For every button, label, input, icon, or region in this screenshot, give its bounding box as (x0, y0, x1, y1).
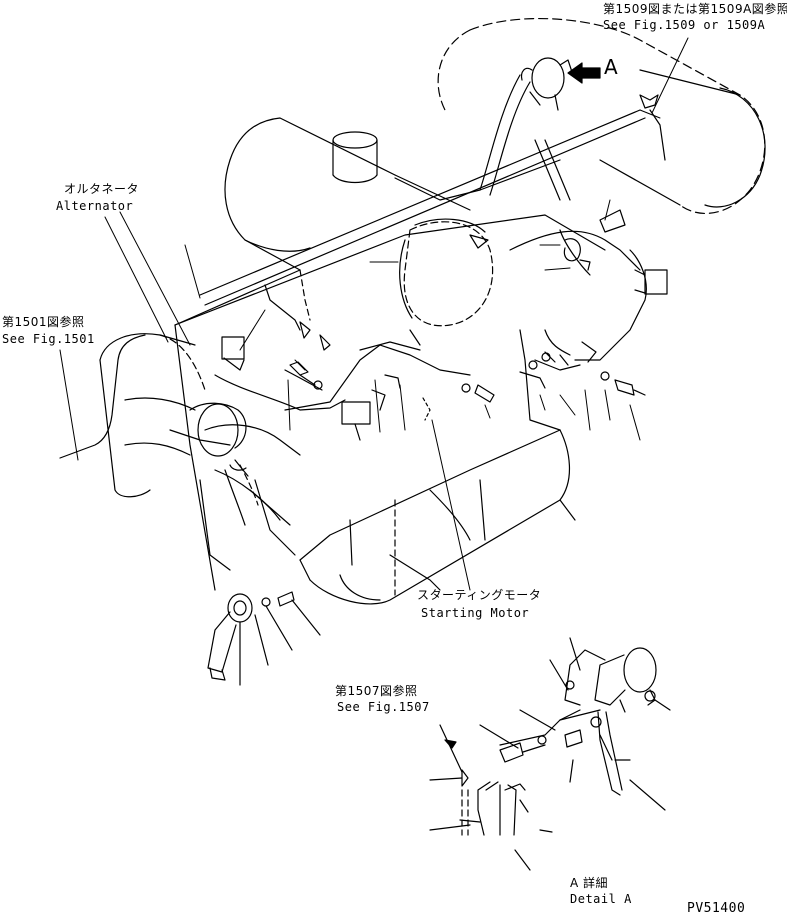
alternator-label-jp: オルタネータ (64, 182, 140, 196)
detail-a-drawing (429, 637, 671, 871)
detail-a-label-en: Detail A (570, 892, 632, 906)
air-cleaner (224, 117, 471, 271)
view-arrow-a (567, 62, 601, 84)
battery-relay (520, 57, 666, 161)
pipes (199, 74, 646, 306)
wiring-harness (59, 229, 647, 459)
pulley-assembly (207, 591, 321, 686)
fig1509-label-jp: 第1509図または第1509A図参照 (603, 2, 787, 16)
detail-a-label-jp: A 詳細 (570, 876, 609, 890)
gear-case (399, 218, 494, 327)
part-code: PV51400 (687, 901, 746, 916)
fig1501-label-jp: 第1501図参照 (2, 315, 85, 329)
leader-lines (59, 37, 689, 591)
fig1507-label-en: See Fig.1507 (337, 700, 430, 714)
engine-block (174, 214, 606, 605)
arrow-a-label: A (604, 55, 619, 79)
starting-motor-label-jp: スターティングモータ (417, 588, 542, 602)
small-parts (221, 209, 668, 477)
fig1501-label-en: See Fig.1501 (2, 332, 95, 346)
fig1509-label-en: See Fig.1509 or 1509A (603, 18, 766, 32)
fan (99, 333, 301, 571)
alternator-label-en: Alternator (56, 199, 134, 213)
fig1507-label-jp: 第1507図参照 (335, 684, 418, 698)
starting-motor-label-en: Starting Motor (421, 606, 530, 620)
muffler (437, 18, 766, 214)
